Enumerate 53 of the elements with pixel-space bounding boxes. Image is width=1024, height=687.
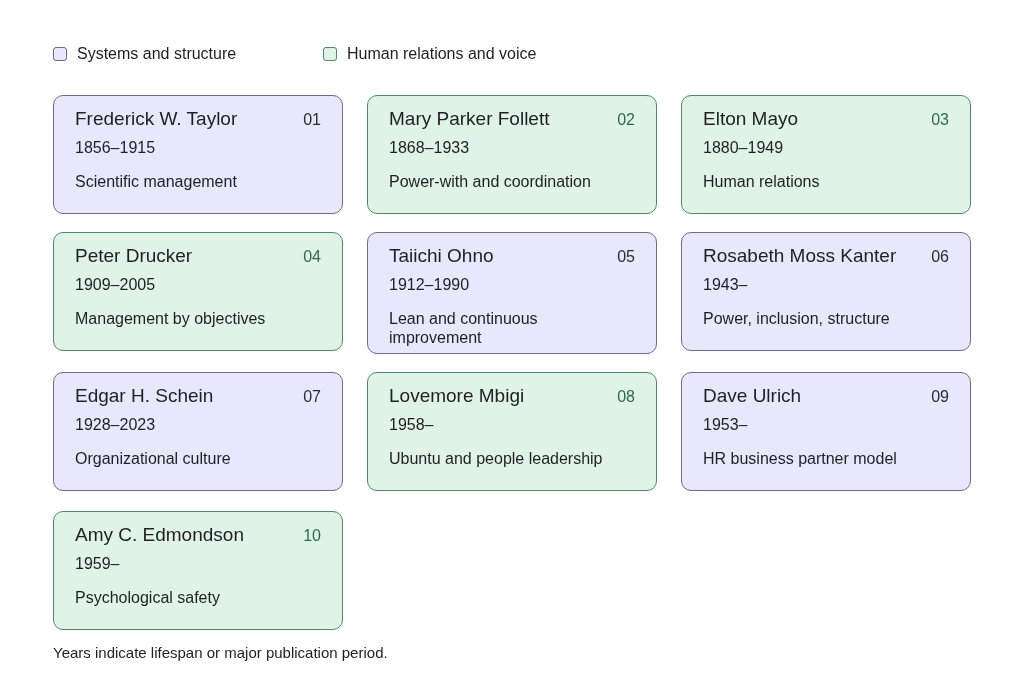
card-number: 01 — [303, 111, 321, 129]
description-text: Power-with and coordination — [389, 172, 592, 192]
description-text: Management by objectives — [75, 309, 267, 329]
person-name: Lovemore Mbigi — [389, 385, 525, 407]
years-text: 1928–2023 — [75, 416, 156, 434]
card-number: 08 — [617, 388, 635, 406]
years-text: 1912–1990 — [389, 276, 470, 294]
years-text: 1959– — [75, 555, 120, 573]
person-card — [367, 372, 657, 491]
person-name: Elton Mayo — [703, 108, 799, 130]
person-card — [53, 372, 343, 491]
person-card — [53, 95, 343, 214]
card-number: 07 — [303, 388, 321, 406]
legend-label: Human relations and voice — [347, 45, 537, 63]
years-text: 1868–1933 — [389, 139, 470, 157]
years-text: 1958– — [389, 416, 434, 434]
legend-label: Systems and structure — [77, 45, 237, 63]
description-text: Power, inclusion, structure — [703, 309, 891, 329]
card-number: 03 — [931, 111, 949, 129]
footnote: Years indicate lifespan or major publication period. — [53, 644, 388, 661]
person-name: Dave Ulrich — [703, 385, 802, 407]
person-name: Frederick W. Taylor — [75, 108, 238, 130]
person-card — [681, 232, 971, 351]
description-text: Human relations — [703, 172, 821, 192]
person-name: Mary Parker Follett — [389, 108, 550, 130]
person-name: Amy C. Edmondson — [75, 524, 244, 546]
person-card — [681, 372, 971, 491]
card-number: 06 — [931, 248, 949, 266]
description-text: Psychological safety — [75, 588, 221, 608]
person-card — [53, 511, 343, 630]
years-text: 1943– — [703, 276, 748, 294]
years-text: 1909–2005 — [75, 276, 156, 294]
person-card — [53, 232, 343, 351]
card-number: 04 — [303, 248, 321, 266]
person-name: Rosabeth Moss Kanter — [703, 245, 897, 267]
person-name: Edgar H. Schein — [75, 385, 214, 407]
description-text: Lean and continuous improvement — [389, 309, 539, 348]
years-text: 1953– — [703, 416, 748, 434]
description-text: Scientific management — [75, 172, 238, 192]
card-number: 02 — [617, 111, 635, 129]
person-card — [681, 95, 971, 214]
card-number: 10 — [303, 527, 321, 545]
person-name: Taiichi Ohno — [389, 245, 494, 267]
years-text: 1856–1915 — [75, 139, 156, 157]
description-text: Organizational culture — [75, 449, 232, 469]
description-text: Ubuntu and people leadership — [389, 449, 604, 469]
card-number: 05 — [617, 248, 635, 266]
card-number: 09 — [931, 388, 949, 406]
person-name: Peter Drucker — [75, 245, 193, 267]
person-card — [367, 232, 657, 354]
person-card — [367, 95, 657, 214]
description-text: HR business partner model — [703, 449, 898, 469]
years-text: 1880–1949 — [703, 139, 784, 157]
